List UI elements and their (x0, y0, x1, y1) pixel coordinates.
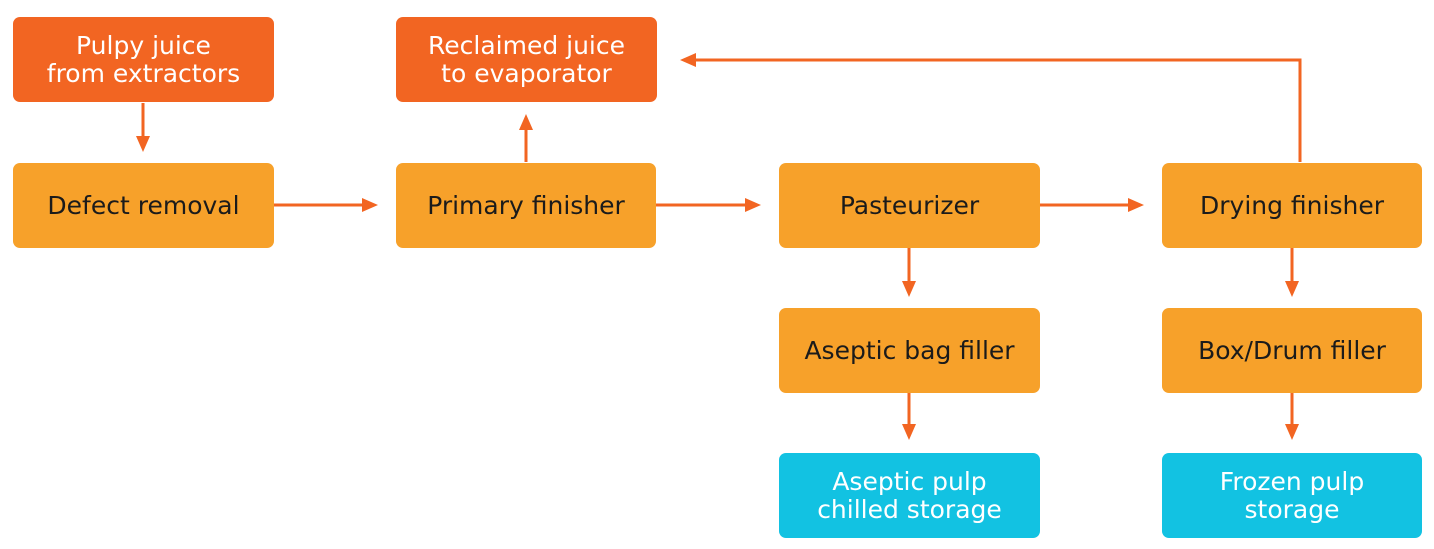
edge-pulpy-to-defect-arrowhead (136, 136, 150, 152)
aseptic-bag-filler-label: Aseptic bag filler (804, 335, 1015, 365)
pulpy-juice-label-line1: Pulpy juice (76, 30, 211, 60)
reclaimed-juice-label: Reclaimed juice to evaporator (428, 30, 625, 88)
defect-removal-label: Defect removal (47, 190, 240, 220)
drying-finisher-node: Drying finisher (1162, 163, 1422, 248)
edge-primary-to-pasteurizer-arrowhead (745, 198, 761, 212)
edge-drying-to-box-filler-arrowhead (1285, 281, 1299, 297)
edge-bag-filler-to-aseptic-storage-arrowhead (902, 424, 916, 440)
reclaimed-juice-label-line2: to evaporator (441, 58, 612, 88)
edge-defect-to-primary-arrowhead (362, 198, 378, 212)
box-drum-filler-node: Box/Drum filler (1162, 308, 1422, 393)
primary-finisher-label: Primary finisher (427, 190, 625, 220)
drying-finisher-label: Drying finisher (1200, 190, 1384, 220)
reclaimed-juice-node: Reclaimed juice to evaporator (396, 17, 657, 102)
aseptic-pulp-storage-label: Aseptic pulp chilled storage (817, 466, 1002, 524)
aseptic-bag-filler-node: Aseptic bag filler (779, 308, 1040, 393)
edge-box-filler-to-frozen-storage-arrowhead (1285, 424, 1299, 440)
frozen-pulp-storage-node: Frozen pulp storage (1162, 453, 1422, 538)
edge-pasteurizer-to-drying-arrowhead (1128, 198, 1144, 212)
frozen-pulp-storage-label-line1: Frozen pulp (1219, 466, 1365, 496)
aseptic-pulp-storage-node: Aseptic pulp chilled storage (779, 453, 1040, 538)
edge-pasteurizer-to-bag-filler-arrowhead (902, 281, 916, 297)
aseptic-pulp-storage-label-line1: Aseptic pulp (832, 466, 987, 496)
edge-drying-to-reclaimed-arrowhead (680, 53, 696, 67)
box-drum-filler-label: Box/Drum filler (1198, 335, 1386, 365)
defect-removal-node: Defect removal (13, 163, 274, 248)
pasteurizer-node: Pasteurizer (779, 163, 1040, 248)
edge-drying-to-reclaimed (696, 58, 1302, 162)
primary-finisher-node: Primary finisher (396, 163, 656, 248)
pasteurizer-label: Pasteurizer (839, 190, 980, 220)
pulpy-juice-label: Pulpy juice from extractors (46, 30, 241, 88)
pulpy-juice-node: Pulpy juice from extractors (13, 17, 274, 102)
reclaimed-juice-label-line1: Reclaimed juice (428, 30, 625, 60)
frozen-pulp-storage-label-line2: storage (1244, 494, 1340, 524)
pulpy-juice-label-line2: from extractors (46, 58, 241, 88)
edge-primary-to-reclaimed-arrowhead (519, 114, 533, 130)
aseptic-pulp-storage-label-line2: chilled storage (817, 494, 1002, 524)
frozen-pulp-storage-label: Frozen pulp storage (1219, 466, 1365, 524)
